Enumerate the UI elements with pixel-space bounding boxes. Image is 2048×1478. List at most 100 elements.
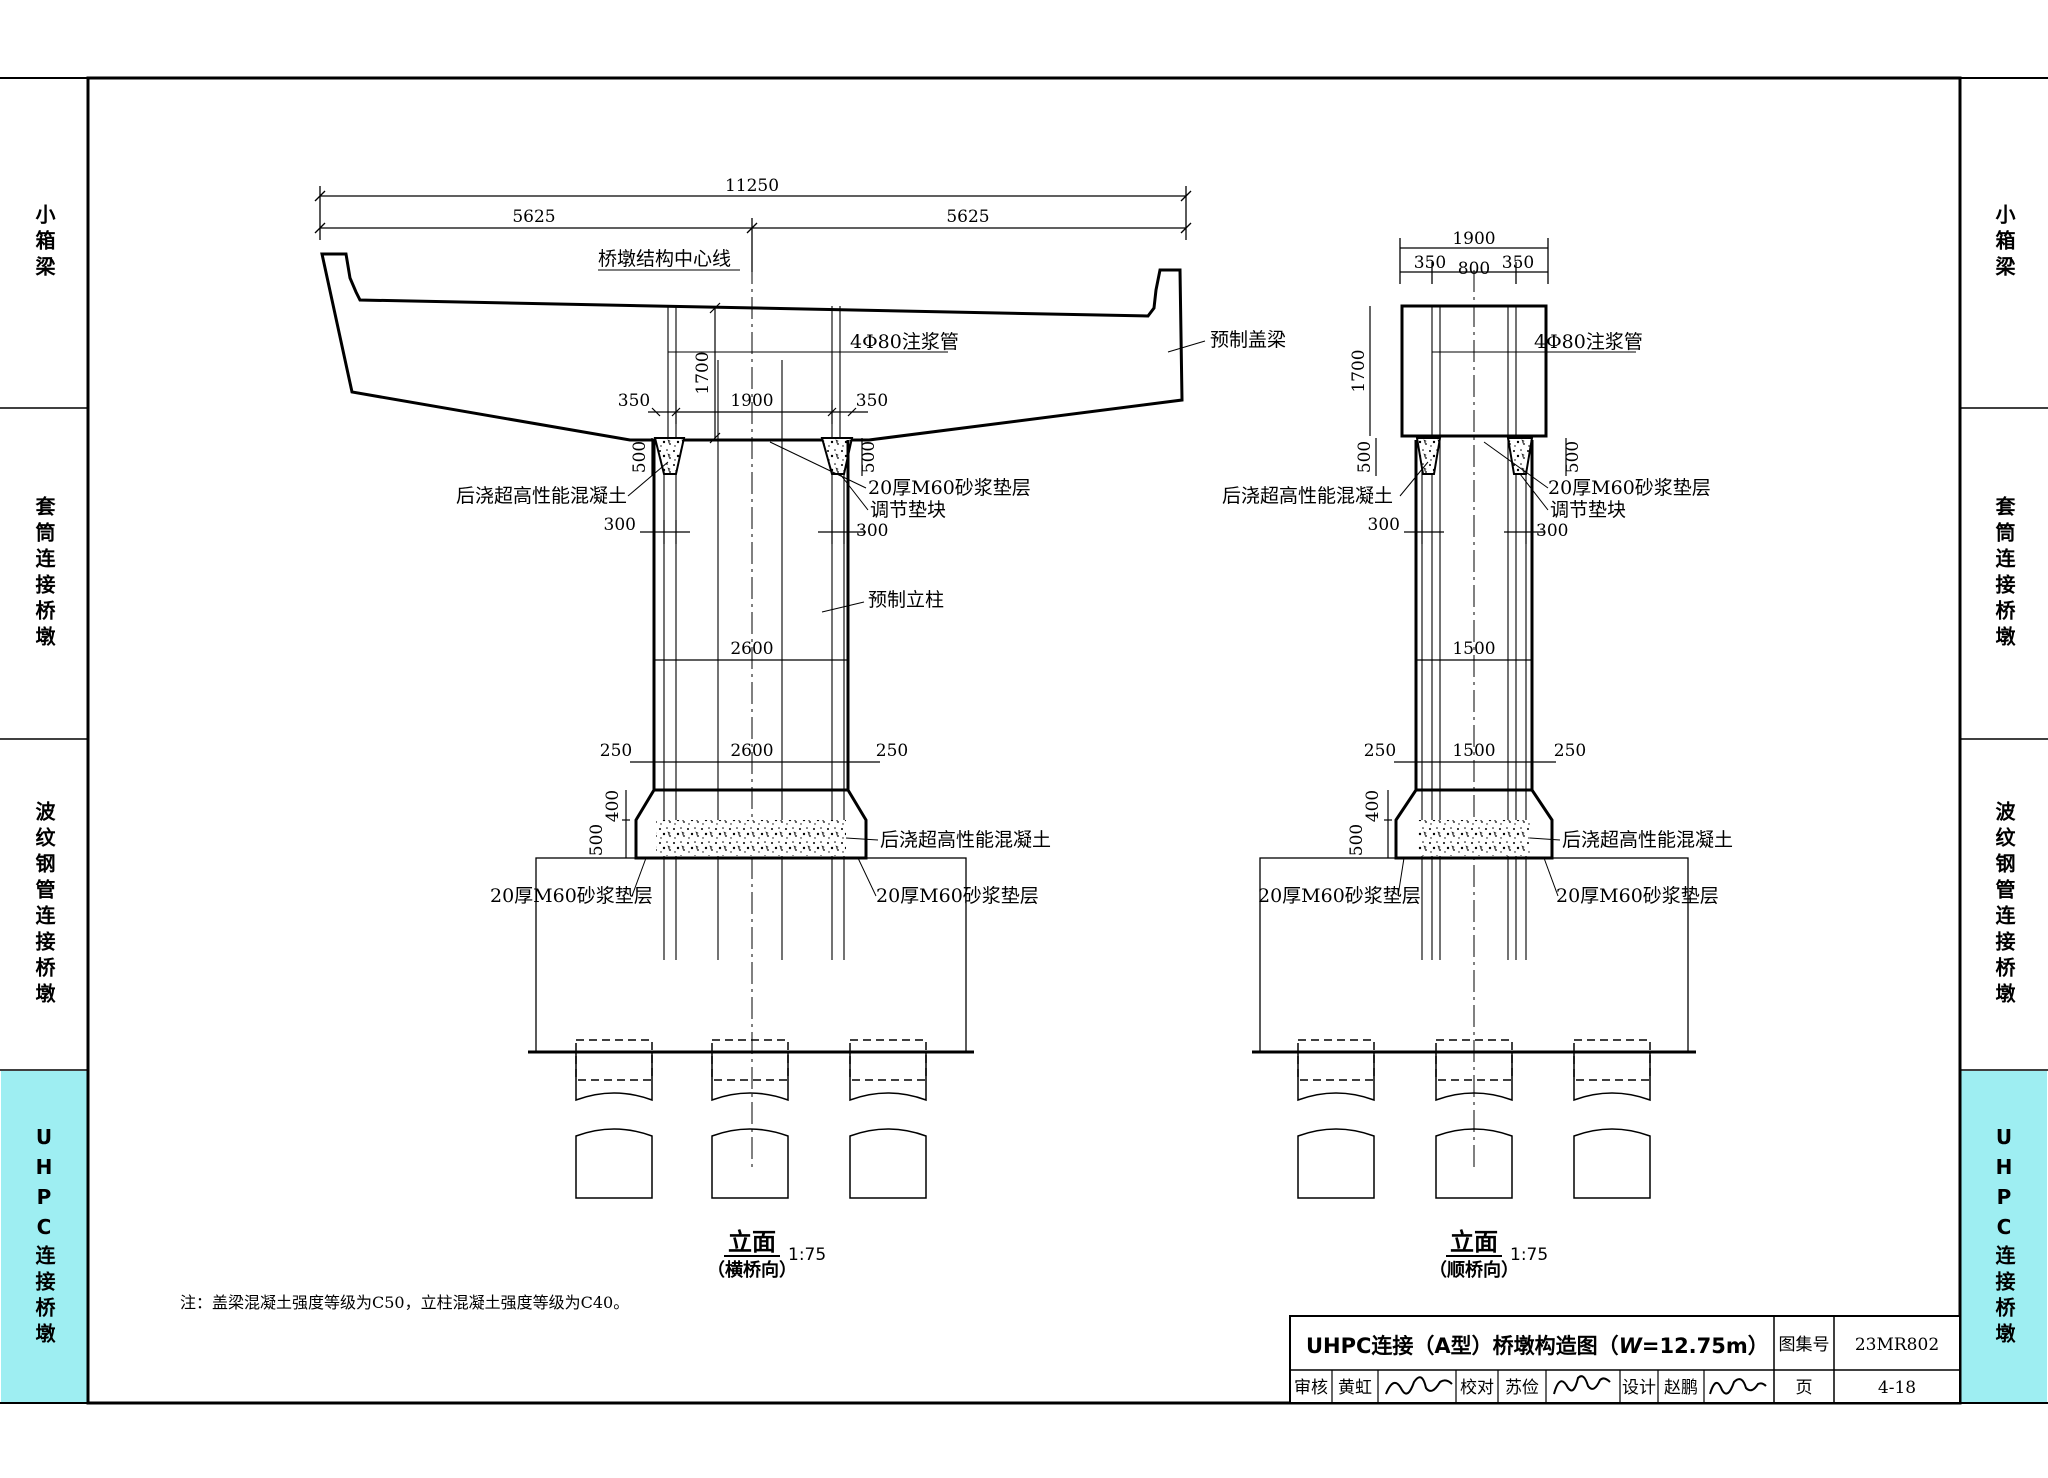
longitudinal-pocket-right xyxy=(1506,437,1534,475)
left-tab-label: 套筒连接桥墩 xyxy=(32,496,56,652)
dim-base-left: 250 xyxy=(600,741,632,761)
title-block-title: UHPC连接（A型）桥墩构造图（W=12.75m） xyxy=(1306,1334,1769,1358)
right-tab-label: 小箱梁 xyxy=(1992,204,2016,282)
title-block: UHPC连接（A型）桥墩构造图（W=12.75m） 图集号 23MR802 审核… xyxy=(1289,1315,1961,1404)
left-tab-sleeve-pier[interactable]: 套筒连接桥墩 xyxy=(1,409,87,739)
longitudinal-view-subtitle: （顺桥向） xyxy=(1429,1259,1519,1281)
left-tab-uhpc-pier[interactable]: UHPC连接桥墩 xyxy=(1,1071,87,1402)
dim-long-left-part: 350 xyxy=(1414,253,1446,273)
label-grout-pipe: 4Φ80注浆管 xyxy=(850,331,959,353)
page-number: 4-18 xyxy=(1878,1378,1916,1398)
page-label: 页 xyxy=(1796,1378,1813,1398)
dim-long-offset-left: 300 xyxy=(1368,515,1400,535)
longitudinal-scale: 1:75 xyxy=(1510,1245,1548,1265)
transverse-pocket-left xyxy=(653,437,686,475)
transverse-view-subtitle: （横桥向） xyxy=(707,1259,797,1281)
right-tab-sleeve-pier[interactable]: 套筒连接桥墩 xyxy=(1961,409,2047,739)
dim-long-footing-upper: 400 xyxy=(1363,790,1383,822)
label-long-mortar-top: 20厚M60砂浆垫层 xyxy=(1548,477,1711,499)
reviewer-signature xyxy=(1385,1376,1453,1395)
label-long-uhpc-top: 后浇超高性能混凝土 xyxy=(1222,485,1393,507)
reviewer-name: 黄虹 xyxy=(1338,1378,1372,1398)
dim-total-width: 11250 xyxy=(725,176,779,196)
sheet-frame xyxy=(0,76,2048,1405)
longitudinal-piles xyxy=(1297,1039,1651,1199)
transverse-elevation: 11250 5625 5625 桥墩结构中心线 预制盖梁 1700 xyxy=(314,176,1286,1281)
dim-long-cap-height: 1700 xyxy=(1349,349,1369,392)
left-tab-corrugated-pier[interactable]: 波纹钢管连接桥墩 xyxy=(1,740,87,1070)
longitudinal-uhpc-bottom xyxy=(1418,820,1530,856)
label-long-grout-pipe: 4Φ80注浆管 xyxy=(1534,331,1643,353)
checker-signature xyxy=(1553,1375,1611,1395)
transverse-scale: 1:75 xyxy=(788,1245,826,1265)
longitudinal-cap-beam xyxy=(1400,304,1548,438)
longitudinal-pocket-left xyxy=(1415,437,1442,475)
dim-long-pocket-depth-right: 500 xyxy=(1563,441,1583,473)
transverse-cap-beam xyxy=(320,252,1184,442)
right-tab-label: 波纹钢管连接桥墩 xyxy=(1992,801,2016,1009)
right-tab-corrugated-pier[interactable]: 波纹钢管连接桥墩 xyxy=(1961,740,2047,1070)
dim-pocket-left: 350 xyxy=(618,391,650,411)
dim-footing-depth: 500 xyxy=(587,824,607,856)
design-label: 设计 xyxy=(1622,1378,1656,1398)
dim-column-top: 1900 xyxy=(730,391,773,411)
dim-cap-height: 1700 xyxy=(693,351,713,394)
dim-long-base-left: 250 xyxy=(1364,741,1396,761)
label-mortar-top: 20厚M60砂浆垫层 xyxy=(868,477,1031,499)
atlas-label: 图集号 xyxy=(1779,1335,1830,1355)
label-long-mortar-right: 20厚M60砂浆垫层 xyxy=(1556,885,1719,907)
transverse-view-title: 立面 xyxy=(728,1227,776,1256)
dim-long-offset-right: 300 xyxy=(1536,521,1568,541)
dim-long-top-width: 1900 xyxy=(1452,229,1495,249)
transverse-uhpc-bottom xyxy=(656,820,846,856)
dim-pocket-depth: 500 xyxy=(630,441,650,473)
designer-name: 赵鹏 xyxy=(1664,1378,1698,1398)
dim-long-pocket-depth: 500 xyxy=(1355,441,1375,473)
longitudinal-view-title: 立面 xyxy=(1450,1227,1498,1256)
label-long-mortar-left: 20厚M60砂浆垫层 xyxy=(1258,885,1421,907)
label-uhpc-bottom: 后浇超高性能混凝土 xyxy=(880,829,1051,851)
transverse-piles xyxy=(575,1039,927,1199)
atlas-number: 23MR802 xyxy=(1855,1335,1939,1355)
dim-long-column-mid: 1500 xyxy=(1452,639,1495,659)
dim-long-footing-depth: 500 xyxy=(1347,824,1367,856)
label-centerline: 桥墩结构中心线 xyxy=(598,248,731,270)
check-label: 校对 xyxy=(1460,1378,1494,1398)
dim-half-right: 5625 xyxy=(946,207,989,227)
left-tab-small-box-girder[interactable]: 小箱梁 xyxy=(1,78,87,408)
label-mortar-right: 20厚M60砂浆垫层 xyxy=(876,885,1039,907)
right-tab-uhpc-pier[interactable]: UHPC连接桥墩 xyxy=(1961,1071,2047,1402)
longitudinal-elevation: 1900 350 800 350 1700 4Φ80注浆管 500 500 后浇… xyxy=(1222,229,1733,1281)
label-mortar-left: 20厚M60砂浆垫层 xyxy=(490,885,653,907)
label-column: 预制立柱 xyxy=(868,589,944,611)
label-long-shim: 调节垫块 xyxy=(1550,499,1626,521)
left-tab-label: 波纹钢管连接桥墩 xyxy=(32,801,56,1009)
dim-pocket-right: 350 xyxy=(856,391,888,411)
transverse-top-dimensions xyxy=(314,186,1192,272)
dim-footing-upper: 400 xyxy=(603,790,623,822)
dim-long-mid-part: 800 xyxy=(1458,259,1490,279)
dim-long-right-part: 350 xyxy=(1502,253,1534,273)
label-shim: 调节垫块 xyxy=(870,499,946,521)
dim-long-base-right: 250 xyxy=(1554,741,1586,761)
dim-column-mid: 2600 xyxy=(730,639,773,659)
right-tab-label: 套筒连接桥墩 xyxy=(1992,496,2016,652)
review-label: 审核 xyxy=(1294,1378,1328,1398)
dim-half-left: 5625 xyxy=(512,207,555,227)
left-tab-label: 小箱梁 xyxy=(32,204,56,282)
dim-offset-left: 300 xyxy=(604,515,636,535)
right-tab-small-box-girder[interactable]: 小箱梁 xyxy=(1961,78,2047,408)
checker-name: 苏俭 xyxy=(1505,1378,1539,1398)
dim-long-column-base: 1500 xyxy=(1452,741,1495,761)
dim-column-base: 2600 xyxy=(730,741,773,761)
transverse-column xyxy=(652,440,850,792)
dim-pocket-depth-right: 500 xyxy=(859,441,879,473)
right-tab-label: UHPC连接桥墩 xyxy=(1992,1124,2016,1349)
dim-base-right: 250 xyxy=(876,741,908,761)
left-tab-label: UHPC连接桥墩 xyxy=(32,1124,56,1349)
dim-offset-right: 300 xyxy=(856,521,888,541)
drawing-note: 注：盖梁混凝土强度等级为C50，立柱混凝土强度等级为C40。 xyxy=(180,1293,629,1312)
label-uhpc-top: 后浇超高性能混凝土 xyxy=(456,485,627,507)
